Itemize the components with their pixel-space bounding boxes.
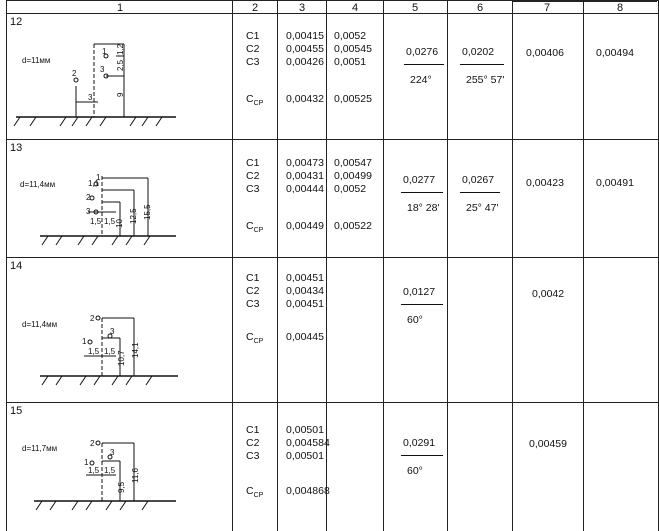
c4-avg: 0,00525 [334, 93, 372, 105]
header-col-5: 5 [411, 2, 419, 14]
c7-value: 0,0042 [532, 288, 565, 300]
row-number: 12 [10, 16, 23, 28]
measurement-diagram: 2 1 3 1,5 1,5 10,7 14,1 [40, 314, 178, 386]
dimension-label: 2,5 [116, 59, 125, 71]
point-label: 1 [84, 458, 89, 467]
point-label: 1 [82, 337, 87, 346]
c7-value: 0,00406 [526, 47, 564, 59]
diameter-label: d=11,4мм [20, 180, 56, 189]
measurement-diagram: 1 2 3 1,2 2,5 3 9 [13, 43, 176, 127]
dimension-label: 1,5 [104, 347, 116, 356]
avg-label: CCP [246, 220, 264, 235]
avg-label: CCP [246, 331, 264, 346]
c3-avg: 0,00445 [286, 331, 324, 343]
c7-value: 0,00423 [526, 177, 564, 189]
point-label: 3 [100, 65, 105, 74]
dimension-label: 10 [115, 219, 124, 228]
row-number: 14 [10, 260, 23, 272]
c3-avg: 0,004868 [286, 485, 330, 497]
avg-label: CCP [246, 485, 264, 500]
header-col-8: 8 [616, 2, 624, 14]
point-label: 2 [90, 314, 95, 323]
avg-label: CCP [246, 93, 264, 108]
dimension-label: 1,2 [116, 43, 125, 55]
header-col-1: 1 [116, 2, 124, 14]
dimension-label: 14,1 [131, 342, 140, 358]
dimension-label: 1,1 [88, 179, 100, 188]
measurement-diagram: 2 1 3 1,5 1,5 9,5 11,6 [34, 439, 176, 511]
point-label: 1 [102, 47, 107, 56]
point-label: 2 [86, 193, 91, 202]
c8-value: 0,00494 [596, 47, 634, 59]
diameter-label: d=11,7мм [22, 444, 58, 453]
diameter-label: d=11мм [22, 56, 51, 65]
dimension-label: 1,5 [90, 217, 102, 226]
c7-value: 0,00459 [529, 438, 567, 450]
header-col-4: 4 [351, 2, 359, 14]
header-col-6: 6 [476, 2, 484, 14]
point-label: 1 [96, 173, 101, 182]
row-number: 15 [10, 405, 23, 417]
c8-value: 0,00491 [596, 177, 634, 189]
dimension-label: 11,6 [131, 467, 140, 483]
dimension-label: 15,5 [143, 204, 152, 220]
dimension-label: 1,5 [104, 466, 116, 475]
header-col-3: 3 [298, 2, 306, 14]
dimension-label: 9 [116, 92, 125, 97]
c3-avg: 0,00432 [286, 93, 324, 105]
dimension-label: 10,7 [117, 350, 126, 366]
diameter-label: d=11,4мм [22, 320, 58, 329]
point-label: 3 [110, 448, 115, 457]
row-number: 13 [10, 142, 23, 154]
point-label: 2 [72, 69, 77, 78]
point-label: 3 [86, 207, 91, 216]
header-col-2: 2 [251, 2, 259, 14]
header-col-7: 7 [543, 2, 551, 14]
c4-avg: 0,00522 [334, 220, 372, 232]
dimension-label: 1,5 [88, 347, 100, 356]
dimension-label: 1,5 [104, 217, 116, 226]
dimension-label: 3 [88, 93, 93, 102]
point-label: 3 [110, 327, 115, 336]
dimension-label: 1,5 [88, 466, 100, 475]
dimension-label: 9,5 [117, 481, 126, 493]
c3-avg: 0,00449 [286, 220, 324, 232]
dimension-label: 12,5 [129, 208, 138, 224]
measurement-diagram: 1 2 3 1,1 1,5 1,5 10 12,5 15,5 [40, 173, 176, 246]
point-label: 2 [90, 439, 95, 448]
